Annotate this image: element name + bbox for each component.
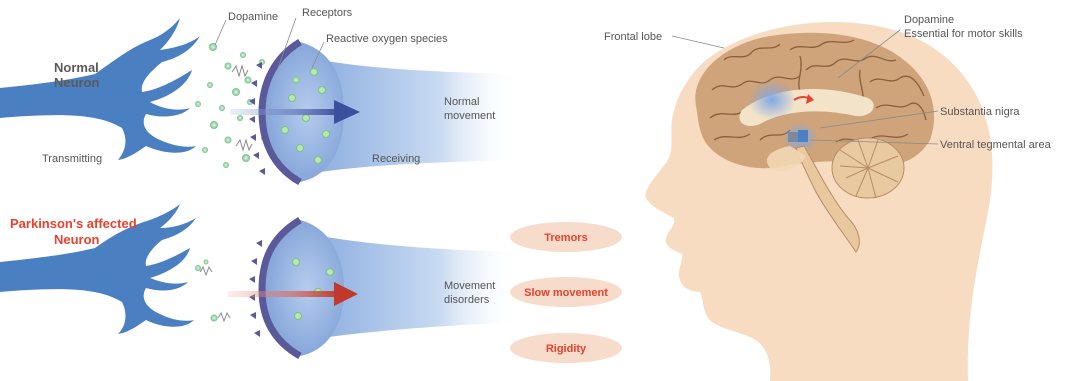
receptors-label: Receptors: [302, 7, 353, 19]
frontal-lobe-label: Frontal lobe: [604, 31, 662, 43]
cerebellum: [832, 138, 904, 198]
normal-neuron-title-1: Normal: [54, 60, 99, 75]
pd-neuron-title-1: Parkinson's affected: [10, 216, 137, 231]
vta-label: Ventral tegmental area: [940, 139, 1052, 151]
dopamine-label: Dopamine: [228, 11, 278, 23]
ros-label: Reactive oxygen species: [326, 33, 448, 45]
dopamine-particles-reduced: [195, 260, 218, 322]
movement-disorders-label-1: Movement: [444, 280, 495, 292]
symptom-pill: Rigidity: [510, 333, 622, 363]
transmitting-label: Transmitting: [42, 153, 102, 165]
substantia-nigra-label: Substantia nigra: [940, 106, 1020, 118]
brain-dopamine-sublabel: Essential for motor skills: [904, 28, 1023, 40]
symptom-slow-movement: Slow movement: [524, 287, 608, 299]
signal-wave: [236, 140, 252, 150]
normal-axon-terminal: [0, 18, 200, 160]
pd-neuron-title-2: Neuron: [54, 232, 100, 247]
normal-movement-label-2: movement: [444, 110, 495, 122]
normal-neuron-title-2: Neuron: [54, 75, 100, 90]
brain-dopamine-label: Dopamine: [904, 14, 954, 26]
symptom-pill: Slow movement: [510, 277, 622, 307]
dopamine-particles: [195, 43, 267, 168]
symptom-tremors: Tremors: [544, 232, 587, 244]
signal-wave: [200, 267, 212, 275]
symptom-rigidity: Rigidity: [546, 343, 587, 355]
movement-disorders-label-2: disorders: [444, 294, 490, 306]
receiving-label: Receiving: [372, 153, 420, 165]
signal-wave: [232, 66, 248, 76]
signal-wave: [218, 313, 230, 321]
symptom-pill: Tremors: [510, 222, 622, 252]
normal-movement-label-1: Normal: [444, 96, 479, 108]
